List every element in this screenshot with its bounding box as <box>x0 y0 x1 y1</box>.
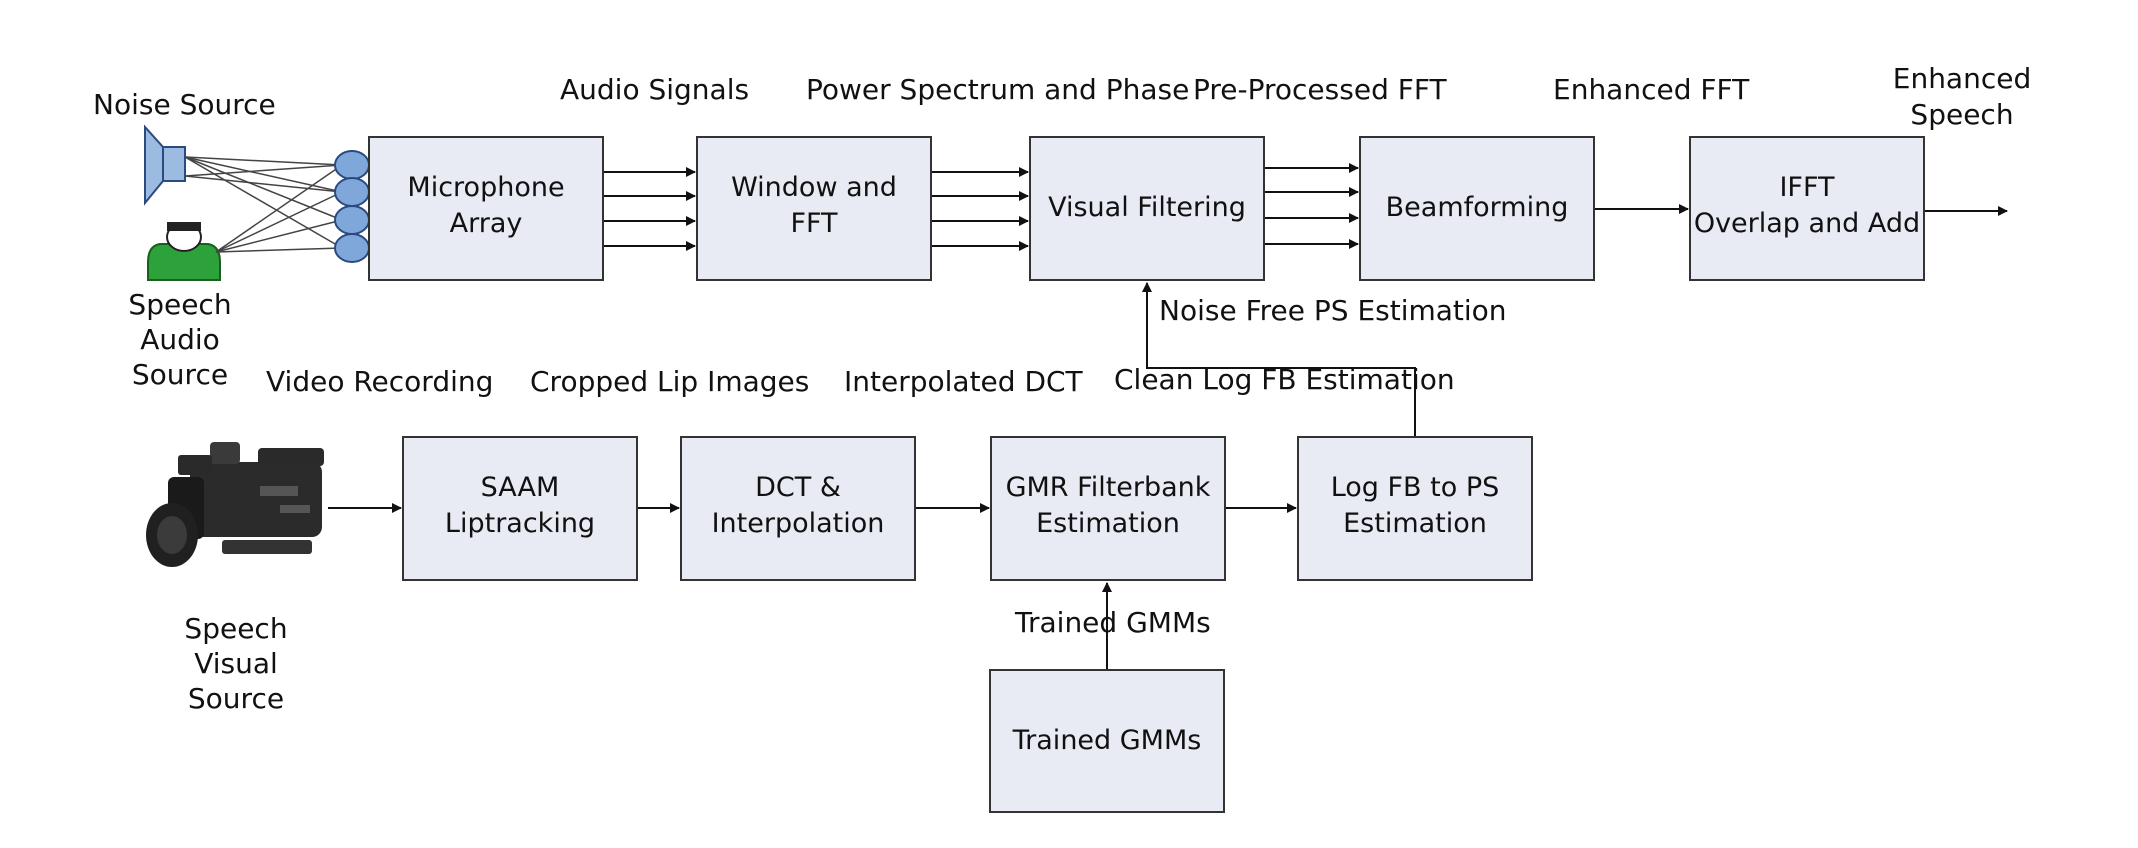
window-fft-box: Window and FFT <box>696 136 932 281</box>
clean-log-fb-label: Clean Log FB Estimation <box>1114 363 1455 396</box>
microphone-icon <box>334 150 370 263</box>
speech-audio-source-1: Speech <box>128 288 231 321</box>
beamforming-line1: Beamforming <box>1386 192 1569 223</box>
window-fft-line2: FFT <box>790 208 838 239</box>
logfb-box: Log FB to PS Estimation <box>1297 436 1533 581</box>
speech-visual-source-3: Source <box>188 682 284 715</box>
ifft-line1: IFFT <box>1779 172 1835 203</box>
beamforming-box: Beamforming <box>1359 136 1595 281</box>
interpolated-dct-label: Interpolated DCT <box>844 365 1084 398</box>
preprocessed-fft-arrows <box>1265 163 1359 249</box>
saam-line2: Liptracking <box>445 508 595 539</box>
dct-line1: DCT & <box>755 472 841 503</box>
source-mic-wires <box>184 156 343 253</box>
gmr-line2: Estimation <box>1036 508 1180 539</box>
window-fft-line1: Window and <box>731 172 897 203</box>
logfb-line2: Estimation <box>1343 508 1487 539</box>
visual-filtering-box: Visual Filtering <box>1029 136 1265 281</box>
person-icon <box>147 222 221 281</box>
power-spectrum-label: Power Spectrum and Phase <box>806 73 1189 106</box>
ifft-box: IFFT Overlap and Add <box>1689 136 1925 281</box>
ifft-line2: Overlap and Add <box>1694 208 1920 239</box>
mic-array-box: Microphone Array <box>368 136 604 281</box>
cropped-lip-label: Cropped Lip Images <box>530 365 809 398</box>
gmr-line1: GMR Filterbank <box>1006 472 1211 503</box>
noise-source-label: Noise Source <box>93 88 276 121</box>
enhanced-speech-label-2: Speech <box>1910 98 2013 131</box>
gmr-box: GMR Filterbank Estimation <box>990 436 1226 581</box>
enhanced-speech-label-1: Enhanced <box>1893 62 2031 95</box>
dct-line2: Interpolation <box>712 508 885 539</box>
speaker-icon <box>144 124 186 206</box>
trained-gmms-label: Trained GMMs <box>1014 606 1211 639</box>
power-spectrum-arrows <box>932 167 1029 251</box>
enhanced-fft-label: Enhanced FFT <box>1553 73 1750 106</box>
audio-signal-arrows <box>604 167 696 251</box>
dct-box: DCT & Interpolation <box>680 436 916 581</box>
saam-box: SAAM Liptracking <box>402 436 638 581</box>
trained-gmms-box-text: Trained GMMs <box>1012 725 1202 756</box>
visual-filtering-line1: Visual Filtering <box>1048 192 1246 223</box>
speech-visual-source-1: Speech <box>184 612 287 645</box>
video-recording-label: Video Recording <box>266 365 493 398</box>
mic-array-line1: Microphone <box>407 172 564 203</box>
speech-audio-source-3: Source <box>132 358 228 391</box>
noise-free-ps-path <box>1142 282 1416 437</box>
noise-free-ps-label: Noise Free PS Estimation <box>1159 294 1507 327</box>
audio-signals-label: Audio Signals <box>560 73 749 106</box>
saam-line1: SAAM <box>481 472 560 503</box>
trained-gmms-box: Trained GMMs <box>989 669 1225 813</box>
speech-visual-source-2: Visual <box>194 647 278 680</box>
camcorder-icon <box>146 442 324 567</box>
mic-array-line2: Array <box>450 208 523 239</box>
logfb-line1: Log FB to PS <box>1331 472 1500 503</box>
speech-audio-source-2: Audio <box>140 323 220 356</box>
preprocessed-fft-label: Pre-Processed FFT <box>1193 73 1447 106</box>
